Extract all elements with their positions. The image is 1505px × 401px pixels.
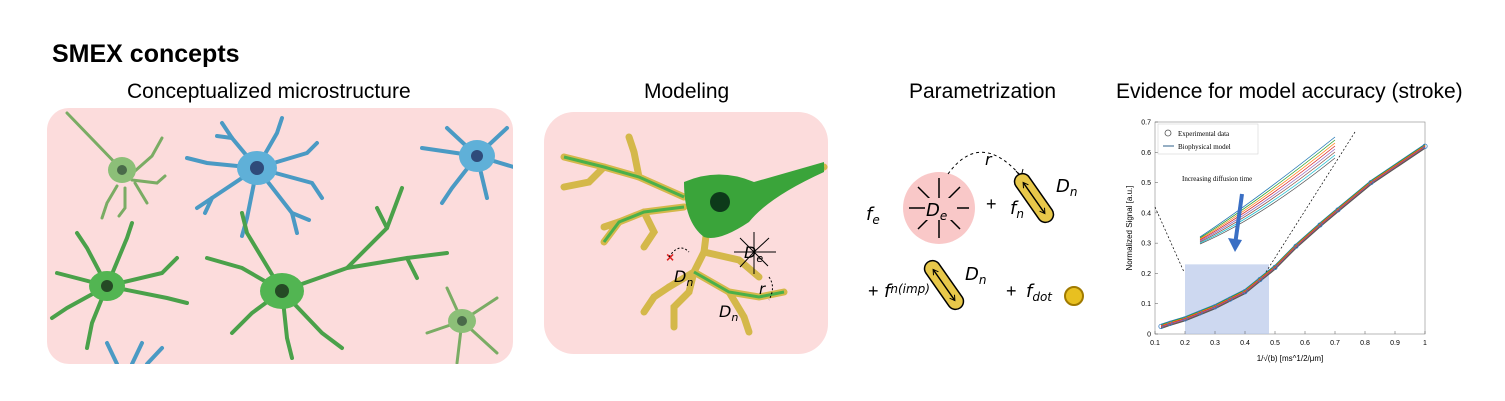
dot-compartment bbox=[1064, 286, 1084, 306]
model-curve bbox=[1160, 145, 1426, 327]
model-curve bbox=[1160, 143, 1426, 325]
impermeable-neurite-cylinder bbox=[923, 259, 965, 311]
y-tick-label: 0.2 bbox=[1141, 271, 1151, 278]
modeling-soma bbox=[684, 162, 824, 238]
param-de: De bbox=[926, 200, 947, 223]
modeling-background bbox=[544, 112, 828, 354]
data-point bbox=[1293, 243, 1299, 249]
model-curve bbox=[1160, 147, 1426, 329]
modeling-panel: De Dn Dn r × bbox=[544, 112, 828, 354]
neurite-cylinder bbox=[1013, 172, 1055, 224]
y-tick-label: 0.4 bbox=[1141, 210, 1151, 217]
data-point bbox=[1182, 316, 1188, 322]
y-axis-label: Normalized Signal [a.u.] bbox=[1125, 186, 1134, 271]
param-dn: Dn bbox=[1056, 176, 1077, 199]
modeling-de-label: De bbox=[744, 243, 763, 265]
x-axis-label: 1/√(b) [ms^1/2/μm] bbox=[1257, 354, 1324, 363]
x-tick-label: 1 bbox=[1423, 340, 1427, 347]
data-point bbox=[1197, 310, 1203, 316]
param-fimp: fn(imp) bbox=[884, 281, 930, 302]
x-tick-label: 0.4 bbox=[1240, 340, 1250, 347]
evidence-title: Evidence for model accuracy (stroke) bbox=[1116, 80, 1463, 103]
param-fn: fn bbox=[1010, 198, 1024, 221]
y-tick-label: 0.3 bbox=[1141, 241, 1151, 248]
param-fdot: fdot bbox=[1026, 281, 1053, 304]
data-point bbox=[1257, 276, 1263, 283]
data-point bbox=[1368, 179, 1374, 186]
y-tick-label: 0.5 bbox=[1141, 180, 1151, 187]
exchange-arrow bbox=[947, 151, 1021, 176]
x-tick-label: 0.3 bbox=[1210, 340, 1220, 347]
param-dn-2: Dn bbox=[965, 264, 986, 287]
data-point bbox=[1167, 320, 1173, 326]
model-curve bbox=[1160, 145, 1426, 327]
main-title: SMEX concepts bbox=[52, 40, 240, 68]
x-tick-label: 0.6 bbox=[1300, 340, 1310, 347]
y-tick-label: 0 bbox=[1147, 332, 1151, 339]
x-tick-label: 0.8 bbox=[1360, 340, 1370, 347]
modeling-title: Modeling bbox=[644, 80, 730, 103]
diffusion-time-arrow bbox=[1233, 193, 1244, 246]
legend-model: Biophysical model bbox=[1178, 143, 1231, 151]
data-point bbox=[1272, 264, 1278, 270]
parametrization-panel: De fe + fn r Dn + fn(imp) Dn + fdot bbox=[866, 150, 1084, 311]
x-tick-label: 0.5 bbox=[1270, 340, 1280, 347]
microstructure-background bbox=[47, 108, 513, 364]
inset-curves bbox=[1199, 136, 1336, 245]
data-point bbox=[1158, 323, 1164, 330]
legend-marker-experimental bbox=[1164, 129, 1172, 137]
modeling-dn2-label: Dn bbox=[719, 302, 738, 324]
y-tick-label: 0.1 bbox=[1141, 301, 1151, 308]
param-plus-3: + bbox=[1006, 281, 1017, 301]
extracellular-arrows bbox=[734, 232, 776, 274]
legend-experimental: Experimental data bbox=[1178, 130, 1230, 138]
legend: Experimental data Biophysical model bbox=[1157, 123, 1259, 155]
data-point bbox=[1212, 304, 1218, 310]
model-curve bbox=[1160, 144, 1426, 326]
annotation-diffusion-time: Increasing diffusion time bbox=[1182, 175, 1252, 183]
x-tick-label: 0.2 bbox=[1180, 340, 1190, 347]
modeling-r-label: r bbox=[759, 280, 766, 298]
data-point bbox=[1242, 289, 1248, 295]
modeling-dn1-label: Dn bbox=[674, 267, 693, 289]
data-point bbox=[1335, 207, 1341, 213]
microstructure-panel bbox=[47, 108, 513, 364]
param-fe: fe bbox=[866, 204, 880, 227]
data-point bbox=[1422, 143, 1428, 149]
exchange-blocked-marker: × bbox=[666, 249, 674, 265]
x-tick-label: 0.9 bbox=[1390, 340, 1400, 347]
param-plus-1: + bbox=[986, 194, 997, 214]
x-tick-label: 0.7 bbox=[1330, 340, 1340, 347]
data-point bbox=[1317, 222, 1323, 228]
data-point bbox=[1227, 296, 1233, 302]
parametrization-title: Parametrization bbox=[909, 80, 1057, 103]
param-plus-2: + bbox=[868, 281, 879, 301]
y-tick-label: 0.6 bbox=[1141, 150, 1151, 157]
y-tick-label: 0.7 bbox=[1141, 120, 1151, 127]
param-r: r bbox=[985, 150, 993, 169]
microstructure-title: Conceptualized microstructure bbox=[127, 80, 411, 103]
x-tick-label: 0.1 bbox=[1150, 340, 1160, 347]
